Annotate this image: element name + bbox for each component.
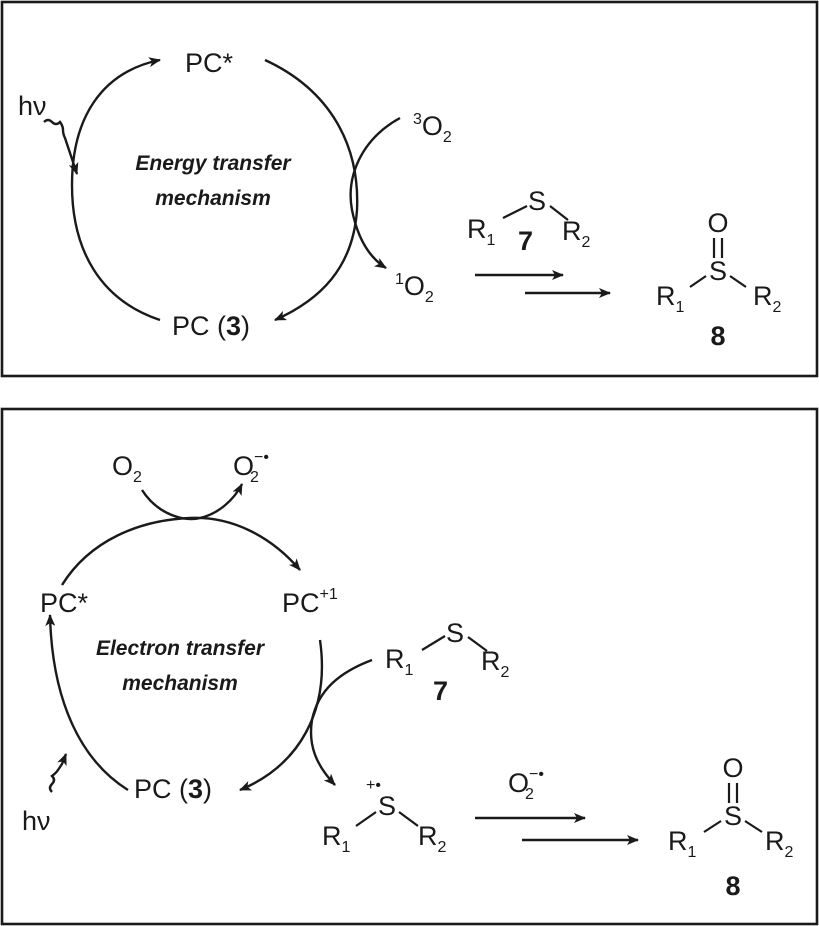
sulfide-7-panel2: R1 S R2 7 bbox=[385, 618, 510, 706]
mechanism-title-line1: Energy transfer bbox=[135, 152, 292, 175]
pc-oxidized-label: PC+1 bbox=[282, 586, 338, 618]
oxygen-label: O2 bbox=[112, 451, 142, 486]
oxygen-arc-arrow bbox=[349, 116, 401, 270]
energy-transfer-panel bbox=[0, 0, 819, 378]
sulfoxide-8: O S R1 R2 8 bbox=[656, 208, 782, 351]
arc-oxidation-arrow bbox=[60, 516, 301, 586]
sulfoxide-s: S bbox=[709, 256, 727, 286]
sulfide2-s: S bbox=[446, 618, 464, 648]
mechanism-title-2-line2: mechanism bbox=[122, 672, 238, 695]
pc-ground-label-2: PC (3) bbox=[134, 774, 212, 804]
sulfoxide2-o: O bbox=[722, 753, 743, 783]
mechanism-title-line2: mechanism bbox=[155, 187, 271, 210]
superoxide-reagent-label: O−•2 bbox=[508, 766, 544, 803]
sulfoxide2-r2: R2 bbox=[765, 826, 794, 861]
superoxide-label: O−•2 bbox=[233, 449, 269, 486]
sulfide-s: S bbox=[528, 186, 546, 216]
compound-8-label: 8 bbox=[710, 321, 725, 351]
mechanism-title-2-line1: Electron transfer bbox=[96, 637, 266, 660]
sulfide2-r2: R2 bbox=[481, 646, 510, 681]
arc-return-line bbox=[70, 184, 161, 322]
sulfide-7: R1 S R2 7 bbox=[467, 186, 591, 256]
electron-transfer-panel bbox=[0, 407, 819, 926]
sulfoxide-o: O bbox=[707, 208, 728, 238]
sulfoxide2-r1: R1 bbox=[668, 826, 697, 861]
light-wavy-arrow-2 bbox=[48, 753, 68, 793]
pc-ground-label: PC (3) bbox=[172, 311, 250, 341]
compound-8-label-2: 8 bbox=[725, 871, 740, 901]
sulfide-r1: R1 bbox=[467, 214, 496, 249]
radical-cation-r2: R2 bbox=[418, 821, 447, 856]
sulfide-oxidation-arrow bbox=[309, 658, 373, 786]
triplet-oxygen-label: 3O2 bbox=[413, 111, 452, 146]
pc-excited-label-2: PC* bbox=[40, 588, 89, 618]
light-wavy-arrow bbox=[43, 118, 79, 175]
compound-7-label: 7 bbox=[518, 226, 533, 256]
sulfide-radical-cation: +• S R1 R2 bbox=[322, 777, 447, 856]
arc-quenching-arrow bbox=[264, 58, 359, 322]
sulfoxide2-s: S bbox=[724, 801, 742, 831]
oxygen-reduction-arrow bbox=[140, 483, 244, 521]
radical-cation-r1: R1 bbox=[322, 821, 351, 856]
sulfoxide-8-panel2: O S R1 R2 8 bbox=[668, 753, 794, 901]
radical-cation-charge: +• bbox=[366, 777, 381, 794]
compound-7-label-2: 7 bbox=[433, 676, 448, 706]
arc-reduction-arrow bbox=[239, 639, 324, 792]
singlet-oxygen-label: 1O2 bbox=[395, 271, 434, 306]
sulfide-r2: R2 bbox=[562, 216, 591, 251]
hv-label: hν bbox=[18, 91, 47, 121]
hv-label-2: hν bbox=[22, 806, 51, 836]
radical-cation-s: S bbox=[378, 791, 396, 821]
sulfoxide-r1: R1 bbox=[656, 281, 685, 316]
arc-excitation-arrow-2 bbox=[45, 614, 129, 792]
pc-excited-label: PC* bbox=[185, 48, 234, 78]
sulfide2-r1: R1 bbox=[385, 644, 414, 679]
sulfoxide-r2: R2 bbox=[753, 281, 782, 316]
